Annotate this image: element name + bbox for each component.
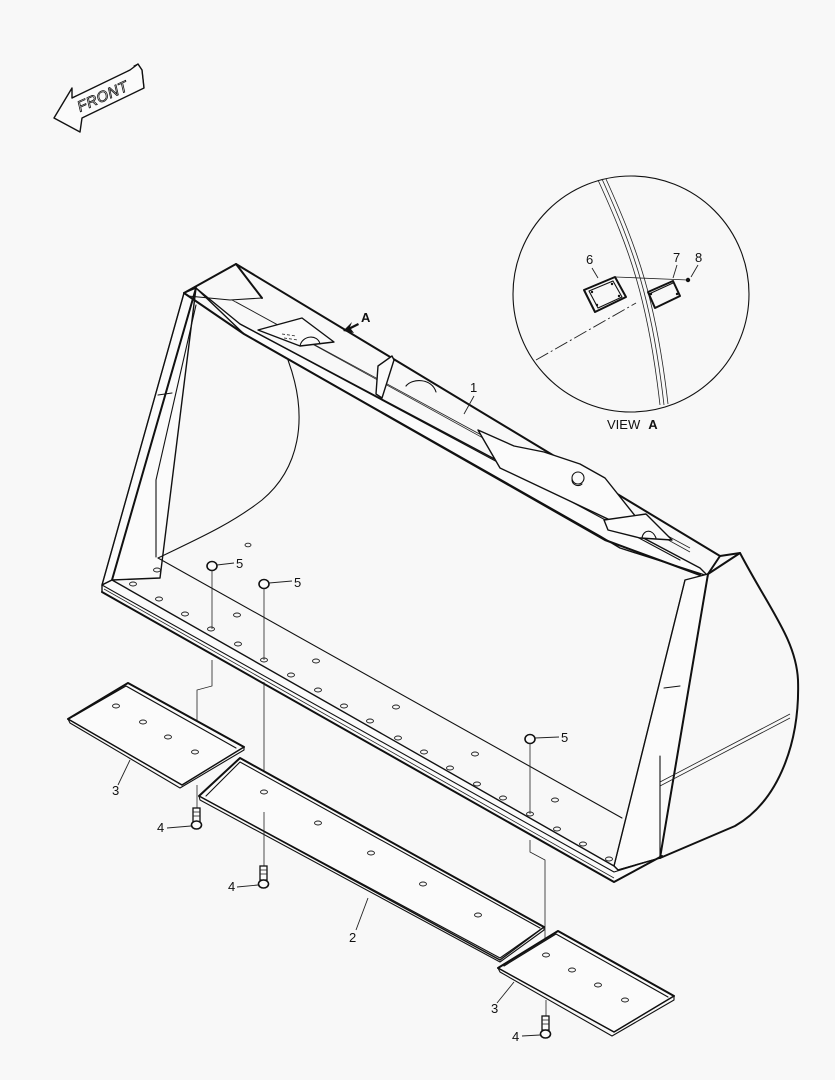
plate-frame-part-6 [583,276,627,313]
nut-part-5-a: 5 [206,556,243,629]
bolt-part-4-c: 4 [512,1000,552,1044]
center-cutting-edge-part-2: 2 [198,757,545,963]
view-a-detail: 6 7 8 VIEW A [512,175,750,433]
callout-5c: 5 [561,730,568,745]
bucket-part-1 [101,263,800,883]
callout-3b: 3 [491,1001,498,1016]
screw-part-8 [685,277,691,283]
callout-5a: 5 [236,556,243,571]
view-a-caption: VIEW A [607,416,658,433]
callout-1: 1 [470,380,477,395]
end-cutting-edge-left-part-3: 3 [67,682,245,798]
bolt-part-4-a: 4 [157,785,203,835]
callout-4c: 4 [512,1029,519,1044]
plate-part-7 [647,280,681,309]
nut-part-5-b: 5 [258,575,301,660]
view-a-arrow: A [343,310,371,333]
bucket-floor-bolt-holes [129,542,613,862]
callout-6: 6 [586,252,593,267]
front-direction-arrow-icon: FRONT [53,63,145,133]
end-cutting-edge-right-part-3: 3 [491,930,675,1037]
callout-4b: 4 [228,879,235,894]
callout-3a: 3 [112,783,119,798]
callout-7: 7 [673,250,680,265]
nut-part-5-c: 5 [524,730,568,814]
callout-8: 8 [695,250,702,265]
callout-5b: 5 [294,575,301,590]
callout-4a: 4 [157,820,164,835]
view-a-arrow-label: A [361,310,371,325]
callout-2: 2 [349,930,356,945]
bolt-part-4-b: 4 [228,812,270,894]
